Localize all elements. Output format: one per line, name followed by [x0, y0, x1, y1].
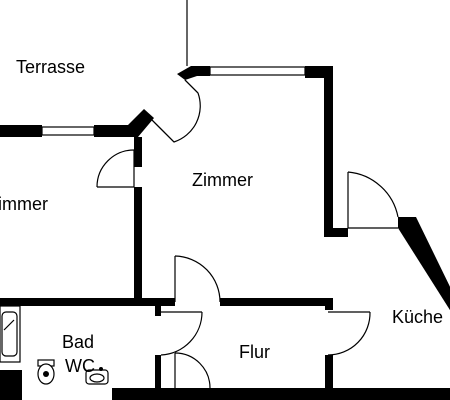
middle-walls [0, 298, 333, 310]
room-label-zimmer-center: Zimmer [192, 170, 253, 190]
window-center [209, 66, 306, 76]
zimmer-center-door [174, 255, 221, 303]
flur-door [325, 311, 371, 400]
north-walls [0, 66, 333, 137]
room-label-kueche: Küche [392, 307, 443, 327]
room-label-zimmer-left: immer [0, 194, 48, 214]
terrace-outline [186, 0, 188, 66]
zimmer-left-door [96, 149, 135, 188]
room-label-flur: Flur [239, 342, 270, 362]
terrace-door [148, 79, 201, 143]
interior-walls [134, 78, 450, 311]
bad-door [155, 306, 203, 400]
south-walls [0, 370, 450, 400]
room-label-terrasse: Terrasse [16, 57, 85, 77]
window-left [41, 126, 95, 136]
bath-fixtures [0, 305, 109, 385]
flur-bottom-door [174, 352, 211, 389]
room-label-bad: Bad [62, 332, 94, 352]
kitchen-door [347, 171, 399, 229]
room-label-wc: WC [65, 356, 95, 376]
